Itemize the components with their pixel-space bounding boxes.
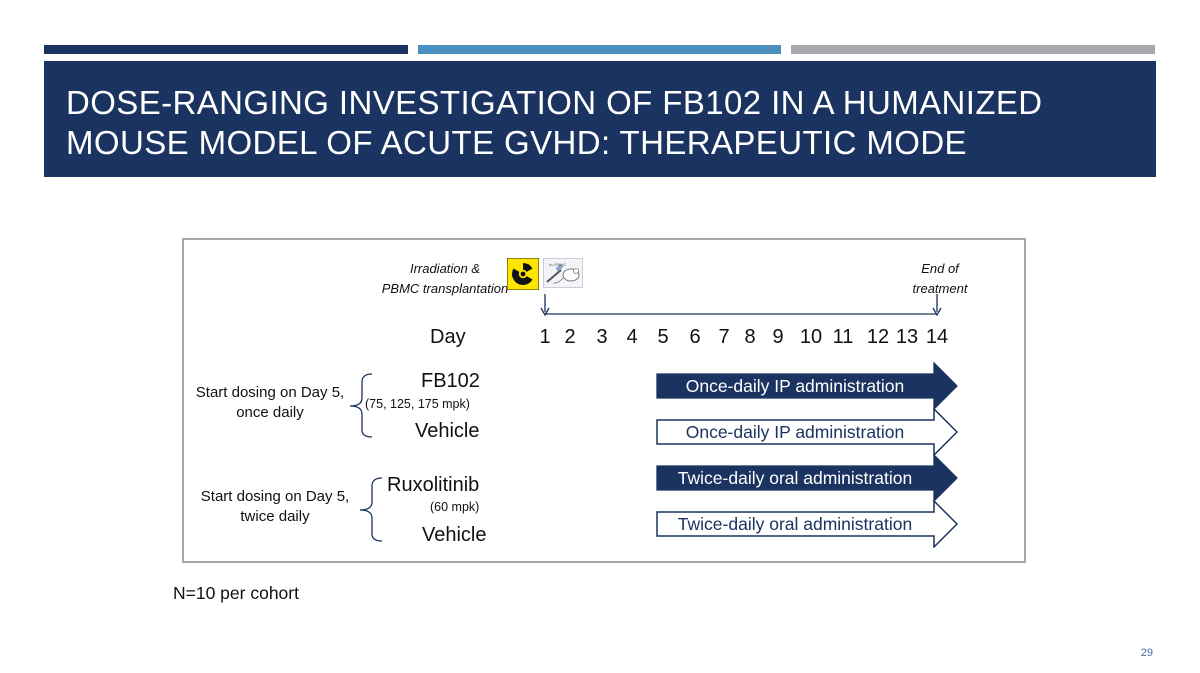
timeline-bracket [540,294,942,317]
dosing-arrow-ruxolitinib-label: Twice-daily oral administration [677,467,913,488]
day-number-1: 1 [539,326,551,348]
dosing-arrow-fb102: Once-daily IP administration [656,362,958,410]
cohort-1-brace [349,373,373,438]
cohort-1-group-1-dose: (75, 125, 175 mpk) [365,397,470,411]
day-number-11: 11 [832,326,854,348]
radiation-icon [506,257,540,291]
cohort-2-group-2-name: Vehicle [422,524,487,546]
accent-bar-blue [418,45,781,54]
cohort-2-brace [359,477,383,542]
end-annotation-line-1: End of [921,261,959,276]
study-design-diagram [182,238,1026,563]
day-number-14: 14 [925,326,949,348]
dosing-arrow-vehicle-2: Twice-daily oral administration [656,500,958,548]
day-number-13: 13 [895,326,919,348]
slide-title-banner: DOSE-RANGING INVESTIGATION OF FB102 IN A… [44,61,1156,177]
day-number-6: 6 [689,326,701,348]
accent-bar-gray [791,45,1155,54]
slide-title-line-1: DOSE-RANGING INVESTIGATION OF FB102 IN A… [66,84,1043,121]
day-label: Day [430,326,466,348]
dosing-arrow-vehicle-2-label: Twice-daily oral administration [677,513,913,534]
day-number-10: 10 [799,326,823,348]
dosing-arrow-vehicle-1: Once-daily IP administration [656,408,958,456]
cohort-2-side-label: Start dosing on Day 5, twice daily [190,487,360,527]
cohort-1-group-2-name: Vehicle [415,420,480,442]
cohort-1-side-label-line-1: Start dosing on Day 5, [195,384,345,401]
cohort-2-side-label-line-2: twice daily [240,508,310,525]
page-number: 29 [1140,647,1153,659]
accent-bar-navy [44,45,408,54]
cohort-size-footnote: N=10 per cohort [173,583,299,603]
day-number-9: 9 [772,326,784,348]
day-number-5: 5 [657,326,669,348]
day-number-2: 2 [564,326,576,348]
cohort-2-side-label-line-1: Start dosing on Day 5, [200,488,350,505]
svg-text:hu-PBMC: hu-PBMC [549,262,566,267]
day-number-8: 8 [744,326,756,348]
start-annotation-line-1: Irradiation & [409,261,481,276]
cohort-1-side-label: Start dosing on Day 5, once daily [186,383,354,423]
cohort-2-group-1-dose: (60 mpk) [430,500,480,514]
end-annotation-line-2: treatment [912,281,968,296]
cohort-1-side-label-line-2: once daily [236,404,304,421]
dosing-arrow-ruxolitinib: Twice-daily oral administration [656,454,958,502]
dosing-arrow-fb102-label: Once-daily IP administration [685,375,905,396]
cohort-2-group-1-name: Ruxolitinib [387,474,480,496]
dosing-arrow-vehicle-1-label: Once-daily IP administration [685,421,905,442]
day-number-3: 3 [596,326,608,348]
pbmc-mouse-icon: hu-PBMC [543,258,583,288]
day-number-7: 7 [718,326,730,348]
start-annotation-line-2: PBMC transplantation [381,281,509,296]
slide-title-line-2: MOUSE MODEL OF ACUTE GVHD: THERAPEUTIC M… [66,124,967,161]
start-annotation: Irradiation & PBMC transplantation [350,259,540,299]
end-annotation: End of treatment [890,259,990,299]
cohort-1-group-1-name: FB102 [421,370,480,392]
day-number-12: 12 [866,326,890,348]
day-number-4: 4 [626,326,638,348]
